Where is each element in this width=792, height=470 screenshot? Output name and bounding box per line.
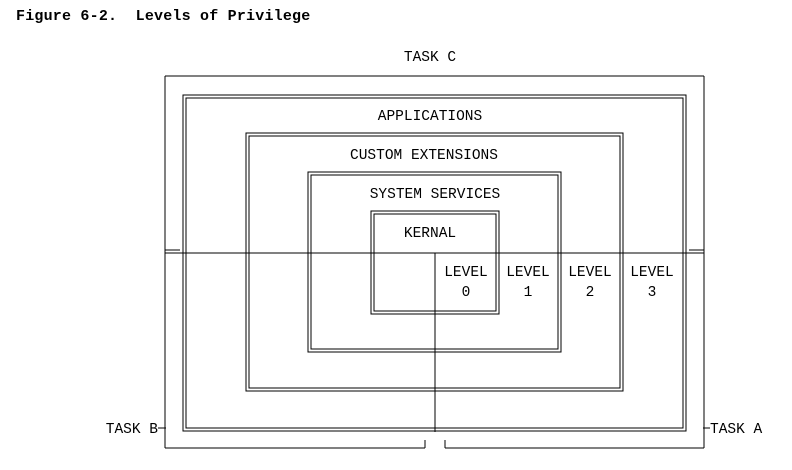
kernal-label: KERNAL [404,226,456,242]
level-2-word: LEVEL [568,265,612,281]
applications-label: APPLICATIONS [378,109,482,125]
level-3-number: 3 [648,285,657,301]
system-services-label: SYSTEM SERVICES [370,187,501,203]
level-0-number: 0 [462,285,471,301]
task-a-label: TASK A [710,422,763,438]
level-2-number: 2 [586,285,595,301]
task-c-label: TASK C [404,50,457,66]
level-1-number: 1 [524,285,533,301]
task-b-label: TASK B [106,422,159,438]
task-dividers [165,252,704,432]
task-c-frame [164,75,705,449]
level-1-label: LEVEL 1 [506,265,550,301]
level-0-word: LEVEL [444,265,488,281]
level-3-word: LEVEL [630,265,674,281]
level-2-label: LEVEL 2 [568,265,612,301]
custom-extensions-label: CUSTOM EXTENSIONS [350,148,498,164]
level-3-label: LEVEL 3 [630,265,674,301]
figure-title: Figure 6-2. Levels of Privilege [16,8,311,25]
level-1-word: LEVEL [506,265,550,281]
level-0-label: LEVEL 0 [444,265,488,301]
